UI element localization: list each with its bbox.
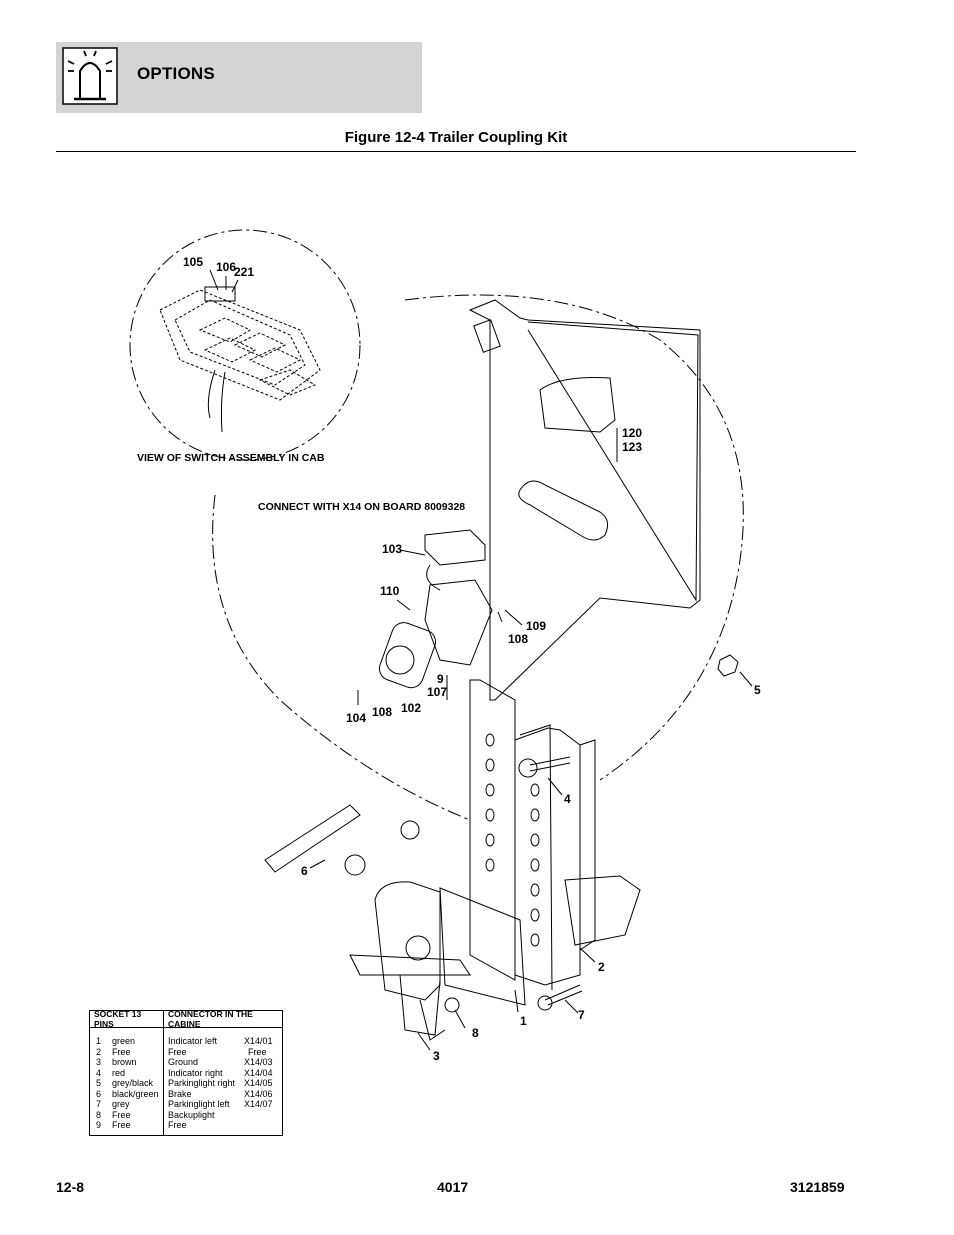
connector-pin: X14/07 [244, 1099, 273, 1109]
table-row: 3 brown [90, 1057, 163, 1068]
wire-color: red [112, 1067, 126, 1078]
pin-number: 2 [96, 1046, 102, 1057]
callout-4: 4 [564, 792, 571, 806]
connector-pin: X14/04 [244, 1067, 273, 1078]
detail-boundary [212, 494, 471, 821]
callout-104: 104 [346, 711, 366, 725]
connector-pin: Free [248, 1046, 267, 1057]
table-row: 4 red [90, 1068, 163, 1079]
wire-color: green [112, 1036, 136, 1046]
callout-5: 5 [754, 683, 761, 697]
callout-1: 1 [520, 1014, 527, 1028]
callout-8: 8 [472, 1026, 479, 1040]
coupling-hook [374, 881, 441, 1001]
table-row: 6 black/green [90, 1089, 163, 1100]
pin-function: Indicator left [168, 1036, 218, 1046]
callout-105: 105 [183, 255, 203, 269]
section-title: OPTIONS [137, 64, 215, 83]
pin-number: 6 [96, 1088, 102, 1099]
table-row: Free Free [164, 1047, 282, 1058]
connector-pin: X14/05 [244, 1078, 273, 1088]
callout-2: 2 [598, 960, 605, 974]
pin-function: Backuplight [168, 1109, 215, 1120]
mounting-plate [468, 299, 701, 701]
pin-function: Free [168, 1120, 187, 1130]
pin-function: Indicator right [168, 1067, 223, 1078]
table-row: Ground X14/03 [164, 1057, 282, 1068]
connector-pin: X14/01 [244, 1036, 273, 1046]
pin-function: Parkinglight right [168, 1078, 236, 1088]
title-divider [56, 151, 856, 152]
pin-number: 5 [96, 1078, 102, 1088]
pin-function: Parkinglight left [168, 1099, 230, 1109]
pin-function: Brake [168, 1088, 192, 1099]
model-number: 4017 [437, 1179, 469, 1195]
table-row: 2 Free [90, 1047, 163, 1058]
table-row: 8 Free [90, 1110, 163, 1121]
table-row: Free [164, 1120, 282, 1131]
callout-107: 107 [427, 685, 447, 699]
beacon-light-icon [62, 47, 118, 105]
connect-caption: CONNECT WITH X14 ON BOARD 8009328 [258, 501, 465, 513]
connector-pin: X14/03 [244, 1057, 273, 1067]
callout-108-socket: 108 [372, 705, 392, 719]
table-row: 9 Free [90, 1120, 163, 1131]
wire-color: grey/black [112, 1078, 154, 1088]
figure-title: Figure 12-4 Trailer Coupling Kit [344, 129, 568, 146]
callout-106: 106 [216, 260, 236, 274]
pin-assignment-table: SOCKET 13 PINS CONNECTOR IN THE CABINE 1… [89, 1008, 283, 1136]
callout-9: 9 [437, 672, 444, 686]
wire-color: Free [112, 1109, 131, 1120]
table-row: 7 grey [90, 1099, 163, 1110]
table-row: Brake X14/06 [164, 1089, 282, 1100]
callout-3: 3 [433, 1049, 440, 1063]
header-connector: CONNECTOR IN THE CABINE [168, 1008, 253, 1030]
pin-number: 7 [96, 1099, 102, 1109]
callout-123: 123 [622, 440, 642, 454]
callout-103: 103 [382, 542, 402, 556]
connector-pin: X14/06 [244, 1088, 273, 1099]
table-row: 1 green [90, 1036, 163, 1047]
callout-120: 120 [622, 426, 642, 440]
pin-function: Free [168, 1046, 187, 1057]
pin-number: 1 [96, 1036, 102, 1046]
pin-number: 9 [96, 1120, 102, 1130]
switch-assembly [159, 289, 321, 401]
pin-number: 4 [96, 1067, 102, 1078]
callout-6: 6 [301, 864, 308, 878]
switch-view-caption: VIEW OF SWITCH ASSEMBLY IN CAB [137, 452, 325, 464]
table-row: Parkinglight right X14/05 [164, 1078, 282, 1089]
wire-color: Free [112, 1120, 131, 1130]
table-header: SOCKET 13 PINS CONNECTOR IN THE CABINE [90, 1008, 282, 1030]
callout-110: 110 [380, 584, 400, 598]
connector-pin [244, 1110, 282, 1121]
callout-109: 109 [526, 619, 546, 633]
callout-102: 102 [401, 701, 421, 715]
vertical-channel [469, 679, 516, 981]
wire-color: Free [112, 1046, 131, 1057]
wire-color: brown [112, 1057, 137, 1067]
channel-holes [485, 733, 540, 947]
table-row: Parkinglight left X14/07 [164, 1099, 282, 1110]
table-row: Indicator right X14/04 [164, 1068, 282, 1079]
table-row: Backuplight [164, 1110, 282, 1121]
pin-number: 3 [96, 1057, 102, 1067]
pin-function: Ground [168, 1057, 199, 1067]
table-row: 5 grey/black [90, 1078, 163, 1089]
pin-number: 8 [96, 1109, 102, 1120]
manual-number: 3121859 [790, 1179, 845, 1195]
wire-color: grey [112, 1099, 130, 1109]
callout-108-plate: 108 [508, 632, 528, 646]
connector-pin [244, 1120, 282, 1131]
table-row: Indicator left X14/01 [164, 1036, 282, 1047]
page-number: 12-8 [56, 1179, 85, 1195]
callout-7: 7 [578, 1008, 585, 1022]
switch-detail-circle [129, 229, 361, 461]
callout-221: 221 [234, 265, 254, 279]
wire-color: black/green [112, 1088, 159, 1099]
header-socket: SOCKET 13 PINS [90, 1009, 164, 1029]
